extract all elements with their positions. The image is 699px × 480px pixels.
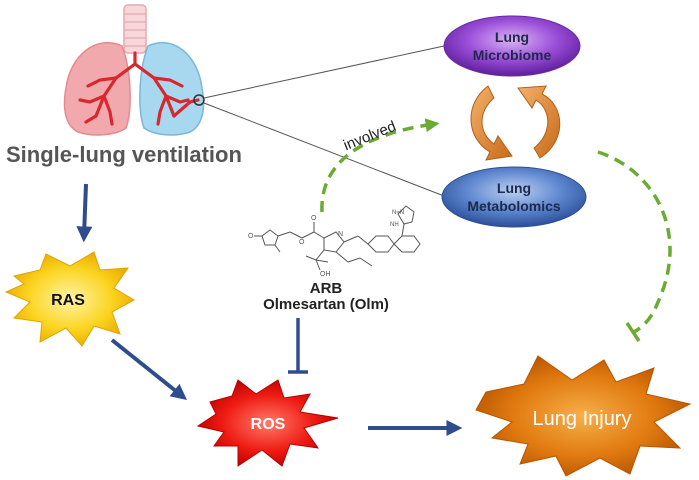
drug-class-label: ARB [310,280,343,297]
metabolomics-label-line1: Lung [497,180,531,196]
ras-burst: RAS [4,251,136,347]
svg-text:O: O [248,233,254,240]
connector-line-microbiome [203,45,445,99]
olmesartan-structure [254,205,421,271]
svg-text:O: O [311,215,317,222]
ros-burst-shape [196,379,339,467]
svg-text:N: N [338,231,343,238]
single-lung-ventilation-label: Single-lung ventilation [6,142,242,167]
svg-text:NH: NH [390,222,399,228]
connector-line-metabolomics [203,102,445,197]
drug-name-label: Olmesartan (Olm) [263,296,389,313]
involved-dashed-arrow [320,118,440,213]
zoom-circle [193,94,205,106]
right-lung [139,41,205,136]
svg-text:OH: OH [320,271,331,278]
microbiome-ellipse [443,15,581,77]
metabolomics-ellipse [441,166,587,228]
cycle-arrows [470,85,561,161]
lung-injury-label: Lung Injury [533,408,632,430]
involved-label: involved [341,118,398,154]
ros-label: ROS [251,416,286,433]
cycle-arrow-down [470,85,513,161]
microbiome-label-line1: Lung [495,29,529,45]
svg-text:O: O [299,239,305,246]
bronchial-tree [78,51,200,126]
metabolomics-label-line2: Metabolomics [467,198,561,214]
svg-text:N=N: N=N [392,210,404,216]
left-lung [63,41,131,136]
lung-injury-burst: Lung Injury [475,355,692,477]
arrow-slv-to-ras [76,183,93,243]
lung-injury-burst-shape [475,355,692,477]
ras-burst-shape [4,251,136,347]
metabolomics-node: Lung Metabolomics [441,166,587,228]
inhibition-bar-green [625,322,641,342]
lungs-illustration [63,4,205,136]
ros-burst: ROS [196,379,339,467]
inhibition-dashed-curve [597,150,672,334]
ras-label: RAS [51,292,85,309]
cycle-arrow-up [517,85,561,159]
microbiome-label-line2: Microbiome [473,47,552,63]
olmesartan-atom-labels: O O O OH N N=N NH [248,210,404,278]
arrow-ras-to-ros [110,338,187,400]
microbiome-node: Lung Microbiome [443,15,581,77]
